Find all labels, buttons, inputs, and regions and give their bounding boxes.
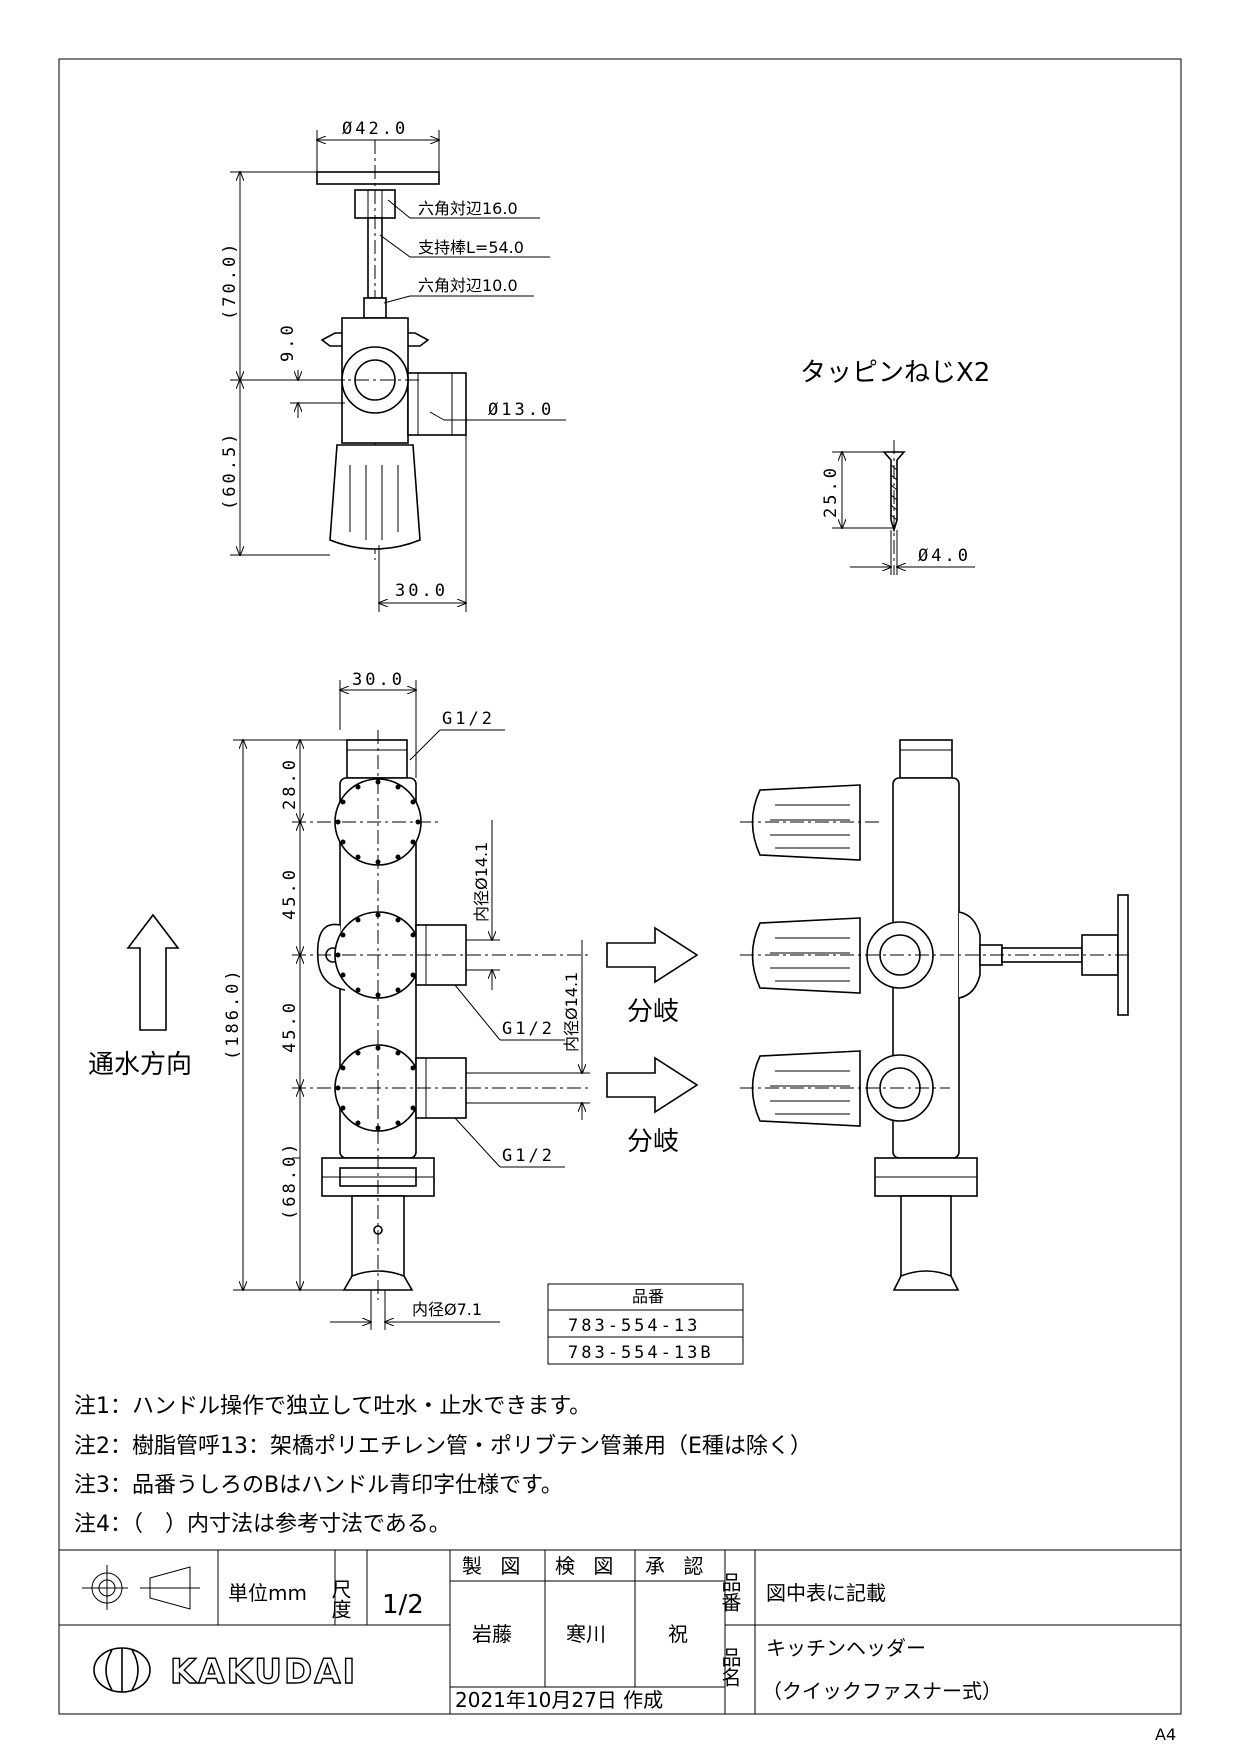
screw-detail: タッピンねじX2 25.0 Ø4.0 [800, 358, 990, 575]
company-logo-text: KAKUDAI [170, 1652, 357, 1692]
flow-direction-label: 通水方向 [88, 1050, 192, 1080]
thread-top: G1/2 [442, 709, 495, 729]
projection-symbol-icon [82, 1565, 200, 1610]
product-name-line-2: （クイックファスナー式） [762, 1679, 1002, 1703]
handle-profile-middle [751, 917, 861, 994]
number-value: 図中表に記載 [766, 1581, 886, 1605]
part-number-2: 783-554-13B [568, 1343, 714, 1363]
inner-diameter-lower: 内径Ø14.1 [562, 972, 581, 1052]
title-block: 単位mm 尺度 1/2 製 図 検 図 承 認 岩藤 寒川 祝 2021年10月… [58, 1549, 1182, 1715]
dim-height-bottom: (60.5) [220, 431, 240, 510]
unit-label: 単位mm [228, 1581, 307, 1605]
notes: 注1：ハンドル操作で独立して吐水・止水できます。 注2：樹脂管呼13：架橋ポリエ… [74, 1394, 812, 1537]
branch-arrow-icon-2 [606, 1056, 699, 1114]
dim-height-top: (70.0) [220, 241, 240, 320]
approved-label: 承 認 [645, 1554, 709, 1578]
thread-mid: G1/2 [502, 1019, 555, 1039]
screw-length: 25.0 [821, 465, 841, 518]
scale-value: 1/2 [382, 1590, 424, 1620]
dim-offset-9: 9.0 [278, 322, 298, 362]
branch-arrow-icon-1 [606, 926, 699, 984]
drawn-name: 岩藤 [472, 1622, 512, 1646]
dim-hex-small: 六角対辺10.0 [418, 276, 518, 295]
dim-support-rod: 支持棒L=54.0 [418, 238, 524, 257]
side-view [740, 739, 1130, 1291]
product-name-line-1: キッチンヘッダー [766, 1636, 926, 1660]
thread-bottom: G1/2 [502, 1146, 555, 1166]
drawing-date: 2021年10月27日 作成 [455, 1688, 663, 1712]
part-table-header: 品番 [632, 1287, 664, 1306]
note-4: 注4：（ ）内寸法は参考寸法である。 [74, 1512, 451, 1537]
checked-name: 寒川 [566, 1622, 606, 1646]
note-1: 注1：ハンドル操作で独立して吐水・止水できます。 [74, 1394, 591, 1419]
inner-diameter-upper: 内径Ø14.1 [472, 842, 491, 922]
dim-depth-30: 30.0 [395, 581, 448, 601]
front-dim-width: 30.0 [352, 670, 405, 690]
dim-outlet-diameter: Ø13.0 [488, 400, 554, 420]
note-2: 注2：樹脂管呼13：架橋ポリエチレン管・ポリブテン管兼用（E種は除く） [74, 1434, 812, 1459]
note-3: 注3：品番うしろのBはハンドル青印字仕様です。 [74, 1473, 563, 1498]
dim-68: (68.0) [280, 1141, 300, 1220]
name-label: 品名 [718, 1647, 742, 1687]
top-view: Ø42.0 六角対辺16.0 支持棒L=54.0 六角対辺10.0 (70.0)… [220, 119, 566, 612]
checked-label: 検 図 [555, 1554, 619, 1578]
front-view: 30.0 G1/2 G1/2 G1/2 (186.0) 28.0 45.0 45… [88, 670, 699, 1330]
kakudai-logo: KAKUDAI [93, 1647, 357, 1693]
scale-label: 尺度 [328, 1579, 352, 1619]
screw-title: タッピンねじX2 [800, 358, 990, 388]
part-number-table: 品番 783-554-13 783-554-13B [547, 1283, 744, 1365]
handle-profile-upper [751, 784, 861, 861]
inner-diameter-inlet: 内径Ø7.1 [412, 1300, 482, 1319]
dim-total-186: (186.0) [223, 967, 243, 1060]
branch-label-2: 分岐 [627, 1127, 679, 1157]
branch-label-1: 分岐 [627, 997, 679, 1027]
flow-arrow-icon [126, 913, 180, 1031]
part-number-1: 783-554-13 [568, 1316, 700, 1336]
number-label: 品番 [718, 1572, 742, 1612]
dim-45-lower: 45.0 [280, 1000, 300, 1053]
drawn-label: 製 図 [462, 1554, 526, 1578]
paper-size: A4 [1155, 1725, 1176, 1744]
dim-45-upper: 45.0 [280, 867, 300, 920]
handle-profile-lower [751, 1050, 861, 1127]
dim-plate-width: Ø42.0 [342, 119, 408, 139]
approved-name: 祝 [668, 1622, 688, 1646]
dim-hex-large: 六角対辺16.0 [418, 199, 518, 218]
dim-28: 28.0 [280, 757, 300, 810]
screw-diameter: Ø4.0 [918, 546, 971, 566]
